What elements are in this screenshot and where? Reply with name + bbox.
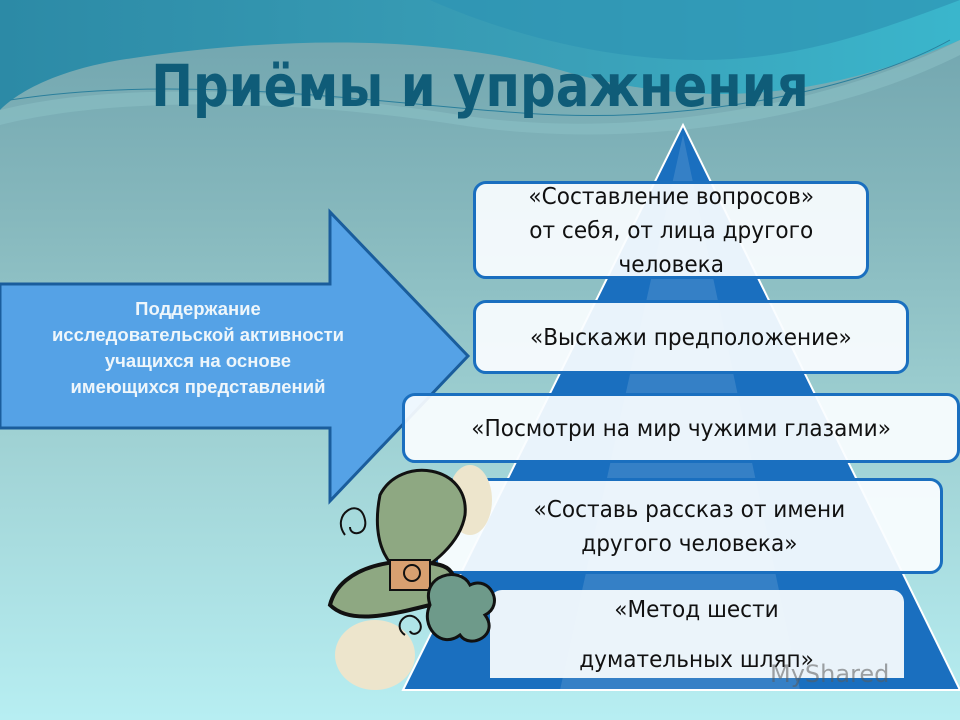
level-4-label: «Составь рассказ от имени другого челове… bbox=[533, 495, 845, 557]
thinking-hat-clipart bbox=[327, 465, 496, 690]
level-3-label: «Посмотри на мир чужими глазами» bbox=[471, 414, 891, 442]
slide-title: Приёмы и упражнения bbox=[151, 52, 809, 120]
level-5-label: «Метод шести думательных шляп» bbox=[579, 595, 815, 673]
pyramid-level-3: «Посмотри на мир чужими глазами» bbox=[402, 393, 960, 463]
background-wave bbox=[0, 0, 960, 135]
pyramid-level-2: «Выскажи предположение» bbox=[473, 300, 909, 374]
pyramid-level-1: «Составление вопросов» от себя, от лица … bbox=[473, 181, 869, 279]
watermark: MyShared bbox=[770, 660, 890, 688]
pyramid-level-5: «Метод шести думательных шляп» bbox=[490, 590, 904, 678]
level-2-label: «Выскажи предположение» bbox=[530, 323, 852, 351]
level-1-label: «Составление вопросов» от себя, от лица … bbox=[528, 182, 814, 278]
arrow-text: Поддержание исследовательской активности… bbox=[51, 298, 345, 397]
pyramid-level-4: «Составь рассказ от имени другого челове… bbox=[435, 478, 943, 574]
